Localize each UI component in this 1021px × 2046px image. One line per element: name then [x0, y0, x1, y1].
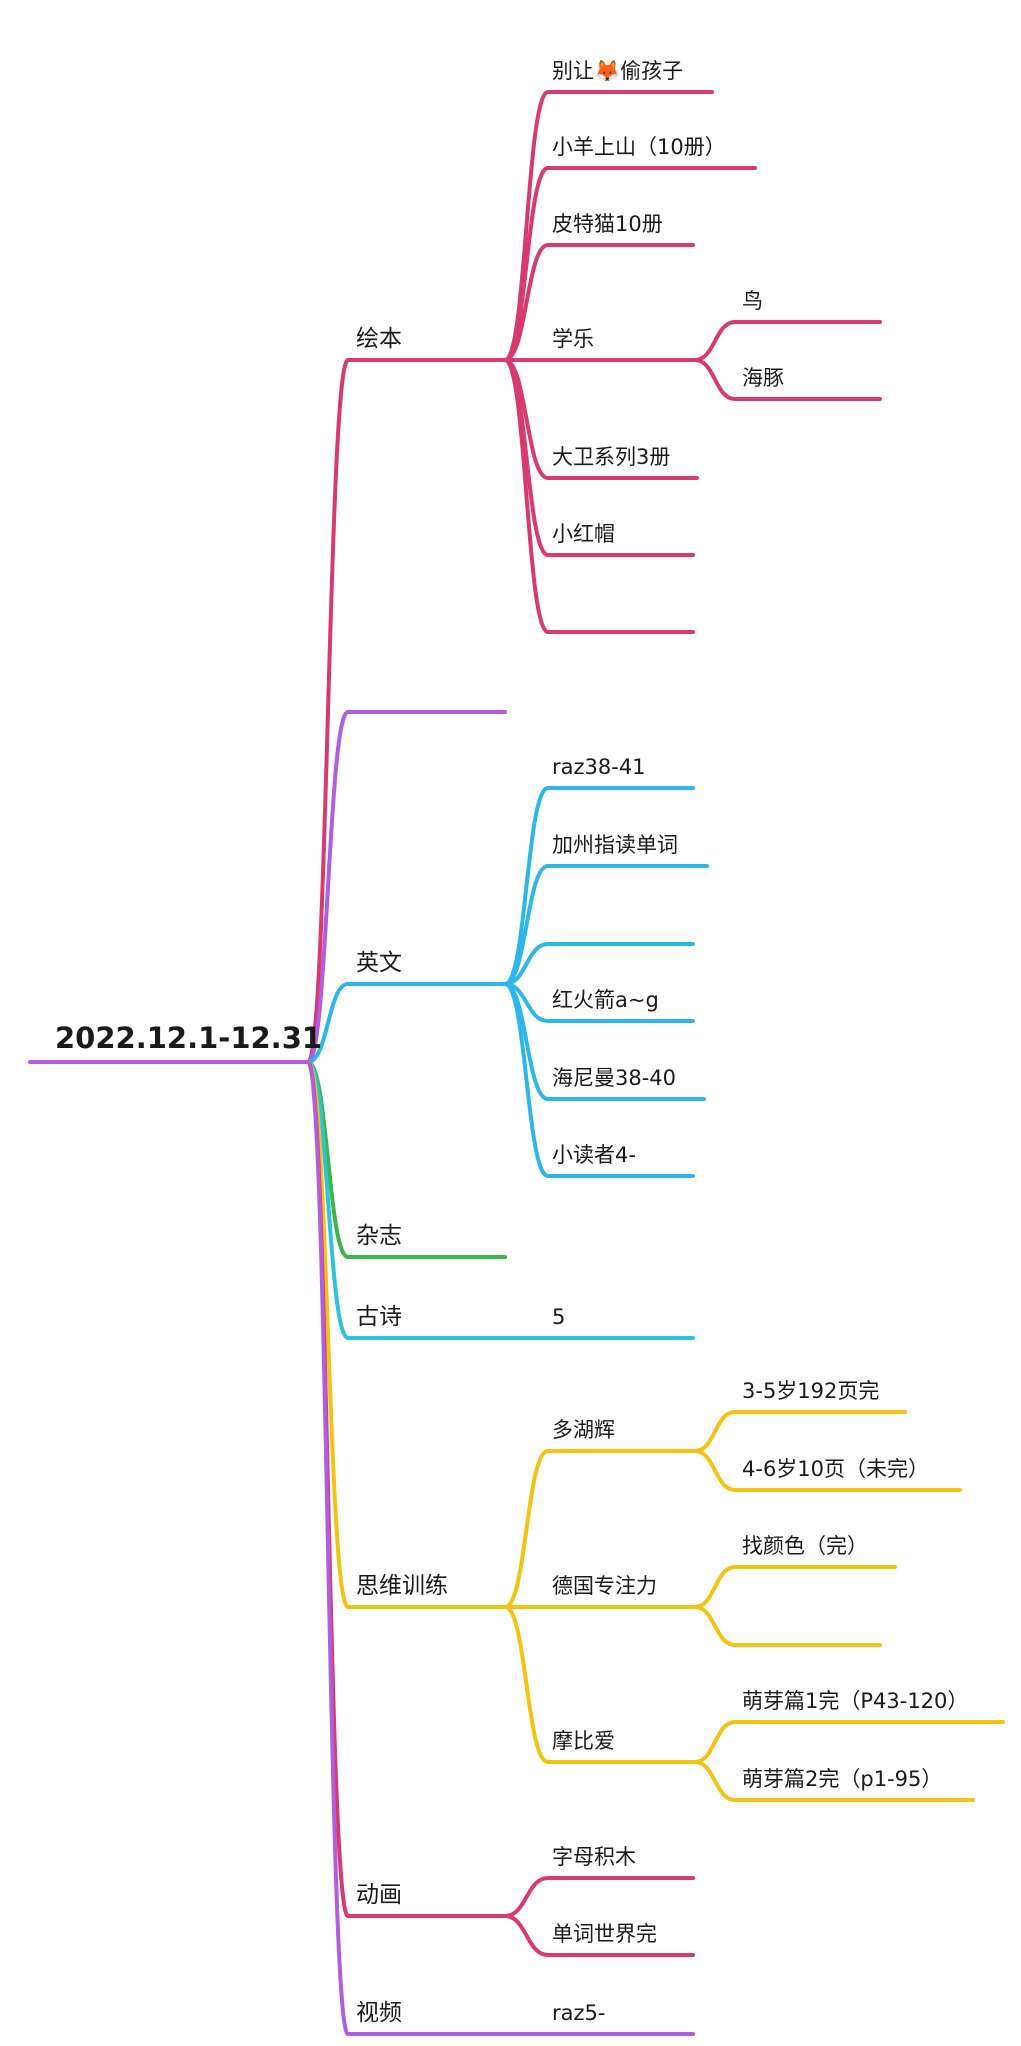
branch-node: 杂志 [356, 1223, 402, 1249]
detail-node: 鸟 [742, 289, 763, 313]
subtopic-connector [503, 1605, 550, 1764]
branch-node: 英文 [356, 950, 402, 976]
branch-node: 视频 [356, 2000, 402, 2026]
subtopic-connector [503, 1449, 550, 1609]
branch-node: 绘本 [356, 326, 402, 352]
branch-node: 动画 [356, 1882, 402, 1908]
subtopic-node: 皮特猫10册 [552, 212, 663, 236]
branch-connector [306, 1060, 350, 2036]
subtopic-node: 学乐 [552, 327, 594, 351]
subtopic-node: 德国专注力 [552, 1574, 657, 1598]
subtopic-node: 海尼曼38-40 [552, 1066, 676, 1090]
subtopic-connector [503, 864, 550, 986]
subtopic-connector [503, 942, 550, 986]
detail-connector [693, 1410, 737, 1453]
detail-node: 3-5岁192页完 [742, 1379, 879, 1403]
subtopic-node: 单词世界完 [552, 1922, 657, 1946]
detail-node: 4-6岁10页（未完） [742, 1457, 929, 1481]
subtopic-connector [503, 90, 550, 362]
subtopic-node: 别让🦊偷孩子 [552, 59, 683, 83]
detail-connector [693, 358, 737, 401]
connector-lines [28, 90, 1005, 2037]
detail-node: 萌芽篇2完（p1-95） [742, 1767, 942, 1791]
detail-connector [693, 1720, 737, 1764]
branch-node: 古诗 [356, 1304, 402, 1330]
subtopic-connector [503, 243, 550, 362]
subtopic-node: 多湖辉 [552, 1418, 615, 1442]
subtopic-node: 5 [552, 1305, 565, 1329]
detail-connector [693, 1449, 737, 1492]
detail-node: 萌芽篇1完（P43-120） [742, 1689, 968, 1713]
detail-connector [693, 1605, 737, 1647]
subtopic-connector [503, 166, 550, 362]
subtopic-connector [503, 358, 550, 557]
subtopic-connector [503, 358, 550, 634]
subtopic-node: 小读者4- [552, 1143, 636, 1167]
root-node: 2022.12.1-12.31 [55, 1021, 322, 1055]
subtopic-connector [503, 982, 550, 1178]
detail-node: 海豚 [742, 366, 784, 390]
subtopic-node: 加州指读单词 [552, 833, 678, 857]
subtopic-node: 大卫系列3册 [552, 445, 670, 469]
subtopic-node: raz38-41 [552, 755, 646, 779]
branch-connector [306, 358, 350, 1064]
detail-connector [693, 320, 737, 362]
subtopic-node: 小羊上山（10册） [552, 135, 726, 159]
branch-node: 思维训练 [356, 1573, 448, 1599]
detail-connector [693, 1565, 737, 1609]
branch-connector [306, 710, 350, 1064]
subtopic-node: 摩比爱 [552, 1729, 615, 1753]
subtopic-connector [503, 1876, 550, 1918]
branch-connector [306, 982, 350, 1064]
detail-connector [693, 1760, 737, 1802]
subtopic-node: raz5- [552, 2001, 605, 2025]
subtopic-connector [503, 786, 550, 986]
subtopic-connector [503, 1914, 550, 1957]
subtopic-node: 字母积木 [552, 1845, 636, 1869]
detail-node: 找颜色（完） [742, 1534, 868, 1558]
subtopic-node: 小红帽 [552, 522, 615, 546]
subtopic-node: 红火箭a~g [552, 988, 659, 1012]
